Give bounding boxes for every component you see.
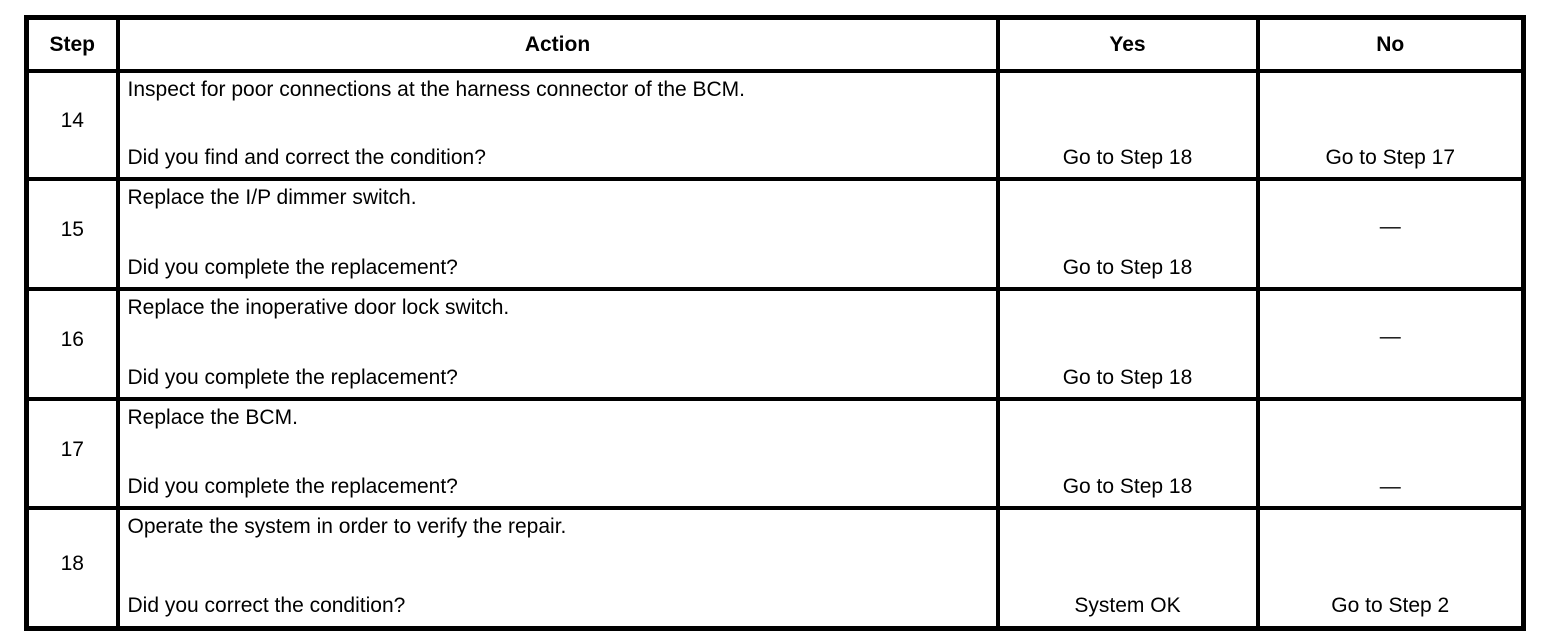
table-row: 18 Operate the system in order to verify… [24,506,1526,630]
yes-cell: Go to Step 18 [995,177,1260,291]
column-header-step: Step [24,15,120,73]
action-cell: Operate the system in order to verify th… [115,506,1000,630]
yes-cell: System OK [995,506,1260,630]
no-cell: — [1255,177,1526,291]
question-text: Did you complete the replacement? [127,365,458,389]
action-text: Inspect for poor connections at the harn… [127,78,746,101]
table-row: 17 Replace the BCM. Did you complete the… [24,397,1526,510]
no-cell: Go to Step 17 [1255,69,1526,181]
step-number: 16 [24,287,120,401]
step-number: 15 [24,177,120,291]
action-text: Replace the BCM. [127,406,298,429]
table-row: 14 Inspect for poor connections at the h… [24,69,1526,181]
question-text: Did you complete the replacement? [127,474,458,498]
action-text: Replace the I/P dimmer switch. [127,186,417,209]
no-cell: Go to Step 2 [1255,506,1526,630]
table-row: 16 Replace the inoperative door lock swi… [24,287,1526,401]
action-cell: Inspect for poor connections at the harn… [115,69,1000,181]
action-cell: Replace the BCM. Did you complete the re… [115,397,1000,510]
action-text: Operate the system in order to verify th… [127,515,567,538]
header-row: Step Action Yes No [24,15,1526,73]
question-text: Did you complete the replacement? [127,255,458,279]
question-text: Did you correct the condition? [127,594,406,618]
yes-cell: Go to Step 18 [995,397,1260,510]
diagnostic-steps-table: Step Action Yes No 14 Inspect for poor c… [24,15,1526,631]
step-number: 17 [24,397,120,510]
table-row: 15 Replace the I/P dimmer switch. Did yo… [24,177,1526,291]
question-text: Did you find and correct the condition? [127,145,486,169]
yes-cell: Go to Step 18 [995,287,1260,401]
action-cell: Replace the I/P dimmer switch. Did you c… [115,177,1000,291]
column-header-no: No [1255,15,1526,73]
no-cell: — [1255,287,1526,401]
column-header-yes: Yes [995,15,1260,73]
action-cell: Replace the inoperative door lock switch… [115,287,1000,401]
column-header-action: Action [115,15,1000,73]
yes-cell: Go to Step 18 [995,69,1260,181]
no-cell: — [1255,397,1526,510]
action-text: Replace the inoperative door lock switch… [127,296,510,319]
step-number: 18 [24,506,120,630]
step-number: 14 [24,69,120,181]
